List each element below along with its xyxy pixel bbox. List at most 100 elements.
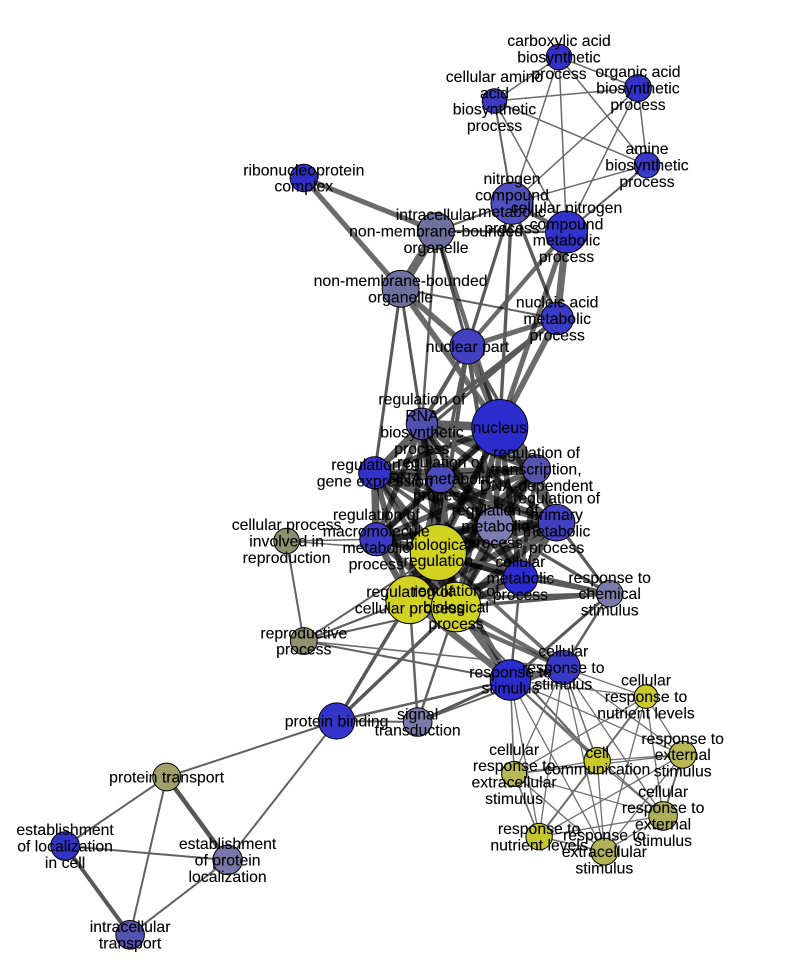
- svg-text:cellular: cellular: [489, 742, 539, 759]
- svg-text:RNA: RNA: [405, 408, 439, 425]
- svg-text:metabolic: metabolic: [533, 233, 601, 250]
- svg-text:process: process: [610, 97, 665, 114]
- svg-text:response to: response to: [498, 821, 581, 838]
- svg-text:biosynthetic: biosynthetic: [605, 158, 689, 175]
- svg-text:nuclear part: nuclear part: [426, 339, 510, 356]
- svg-text:stimulus: stimulus: [482, 681, 540, 698]
- svg-text:biosynthetic: biosynthetic: [380, 425, 464, 442]
- svg-text:extracellular: extracellular: [562, 844, 647, 861]
- svg-text:cellular: cellular: [621, 673, 671, 690]
- svg-text:cellular amino: cellular amino: [446, 69, 544, 86]
- svg-text:regulation of: regulation of: [493, 445, 581, 462]
- svg-text:response to: response to: [473, 758, 556, 775]
- svg-text:process: process: [276, 642, 331, 659]
- svg-text:nucleic acid: nucleic acid: [516, 295, 599, 312]
- svg-text:biological: biological: [423, 600, 489, 617]
- svg-text:reproduction: reproduction: [243, 550, 331, 567]
- svg-text:of protein: of protein: [195, 853, 261, 870]
- svg-text:response to: response to: [641, 731, 724, 748]
- svg-text:nucleus: nucleus: [473, 420, 528, 437]
- svg-text:stimulus: stimulus: [581, 603, 639, 620]
- svg-text:process: process: [530, 328, 585, 345]
- svg-text:response to: response to: [469, 664, 552, 681]
- svg-text:of localization: of localization: [17, 839, 113, 856]
- svg-text:carboxylic acid: carboxylic acid: [507, 33, 611, 50]
- svg-text:process: process: [493, 587, 548, 604]
- svg-text:signal: signal: [397, 706, 438, 723]
- svg-text:regulation: regulation: [404, 553, 473, 570]
- svg-text:reproductive: reproductive: [260, 625, 347, 642]
- svg-text:communication: communication: [544, 761, 650, 778]
- svg-text:biological: biological: [405, 537, 471, 554]
- svg-text:chemical: chemical: [579, 586, 641, 603]
- svg-text:organelle: organelle: [404, 240, 469, 257]
- svg-text:complex: complex: [274, 179, 333, 196]
- svg-text:amine: amine: [625, 141, 668, 158]
- svg-text:DNA-dependent: DNA-dependent: [480, 478, 594, 495]
- svg-text:protein binding: protein binding: [285, 714, 389, 731]
- svg-text:transport: transport: [99, 936, 162, 953]
- svg-text:acid: acid: [480, 85, 509, 102]
- svg-text:gene expression: gene expression: [317, 474, 433, 491]
- svg-text:nitrogen: nitrogen: [483, 171, 540, 188]
- svg-text:establishment: establishment: [16, 822, 114, 839]
- svg-text:intracellular: intracellular: [396, 207, 477, 224]
- svg-text:involved in: involved in: [249, 534, 324, 551]
- svg-text:stimulus: stimulus: [654, 764, 712, 781]
- svg-text:stimulus: stimulus: [575, 861, 633, 878]
- svg-text:cell: cell: [585, 745, 609, 762]
- svg-text:regulation of: regulation of: [513, 491, 601, 508]
- svg-text:non-membrane-bounded: non-membrane-bounded: [314, 273, 488, 290]
- svg-text:cellular: cellular: [495, 554, 545, 571]
- svg-text:cellular nitrogen: cellular nitrogen: [511, 200, 623, 217]
- svg-text:biosynthetic: biosynthetic: [517, 50, 601, 67]
- svg-text:regulation of: regulation of: [366, 584, 454, 601]
- svg-text:process: process: [529, 540, 584, 557]
- svg-text:biosynthetic: biosynthetic: [596, 81, 680, 98]
- svg-text:process: process: [413, 487, 468, 504]
- svg-text:ribonucleoprotein: ribonucleoprotein: [243, 162, 364, 179]
- svg-text:compound: compound: [475, 188, 549, 205]
- svg-text:cellular: cellular: [538, 644, 588, 661]
- svg-text:regulation of: regulation of: [378, 392, 466, 409]
- svg-text:primary: primary: [530, 507, 583, 524]
- svg-text:stimulus: stimulus: [534, 676, 592, 693]
- svg-text:process: process: [468, 535, 523, 552]
- svg-text:external: external: [635, 817, 691, 834]
- svg-text:intracellular: intracellular: [90, 919, 171, 936]
- svg-text:nutrient levels: nutrient levels: [490, 837, 588, 854]
- svg-text:response to: response to: [622, 800, 705, 817]
- svg-text:transduction: transduction: [375, 723, 461, 740]
- svg-text:in cell: in cell: [45, 855, 85, 872]
- svg-text:metabolic: metabolic: [478, 204, 546, 221]
- svg-text:regulation of: regulation of: [331, 457, 419, 474]
- svg-text:process: process: [394, 441, 449, 458]
- svg-text:stimulus: stimulus: [485, 791, 543, 808]
- svg-text:stimulus: stimulus: [634, 833, 692, 850]
- svg-text:response to: response to: [568, 570, 651, 587]
- svg-text:transcription,: transcription,: [491, 461, 581, 478]
- svg-text:process: process: [349, 556, 404, 573]
- svg-text:metabolic: metabolic: [461, 519, 529, 536]
- svg-text:metabolic: metabolic: [523, 523, 591, 540]
- svg-text:process: process: [484, 220, 539, 237]
- svg-text:response to: response to: [563, 828, 646, 845]
- svg-text:organelle: organelle: [368, 290, 433, 307]
- svg-text:process: process: [531, 66, 586, 83]
- svg-text:nutrient levels: nutrient levels: [597, 706, 695, 723]
- svg-text:regulation of: regulation of: [397, 455, 485, 472]
- svg-text:non-membrane-bounded: non-membrane-bounded: [349, 224, 523, 241]
- svg-text:regulation of: regulation of: [413, 583, 501, 600]
- svg-text:process: process: [467, 118, 522, 135]
- svg-text:biosynthetic: biosynthetic: [453, 102, 537, 119]
- svg-text:cellular process: cellular process: [232, 517, 342, 534]
- svg-text:regulation of: regulation of: [452, 502, 540, 519]
- svg-text:metabolic: metabolic: [487, 571, 555, 588]
- svg-text:process: process: [428, 616, 483, 633]
- svg-text:organic acid: organic acid: [595, 64, 680, 81]
- svg-text:external: external: [655, 747, 711, 764]
- svg-text:compound: compound: [530, 216, 604, 233]
- svg-text:RNA metabolic: RNA metabolic: [388, 471, 493, 488]
- svg-text:localization: localization: [189, 869, 267, 886]
- svg-text:establishment: establishment: [179, 836, 277, 853]
